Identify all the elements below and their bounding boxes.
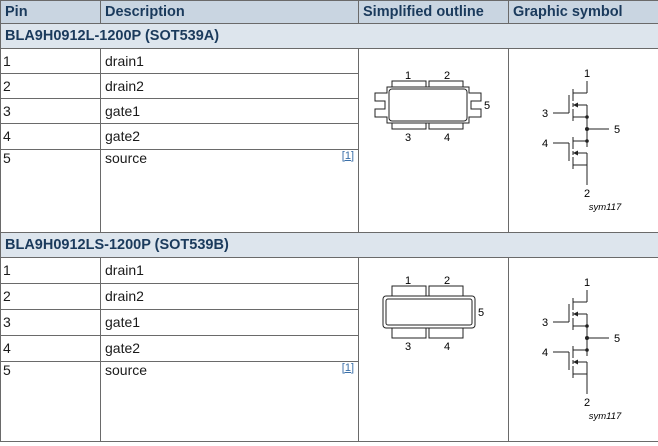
outline-label-2: 2 [444,70,450,82]
outline-cell: 1 2 3 4 5 [358,257,509,442]
symbol-cell: 1 3 5 4 2 sym117 [508,48,658,233]
outline-figure-sot539b: 1 2 3 4 5 [382,275,484,353]
outline-label-5: 5 [484,100,490,112]
table-row: 4 gate2 [0,123,658,150]
pin-number: 1 [0,257,101,284]
symbol-label-2: 2 [584,188,590,200]
pin-description: gate2 [100,334,359,362]
pin-description: drain2 [100,73,359,100]
pin-description: source [105,361,148,378]
pin-description: drain1 [100,47,359,75]
outline-figure-sot539a: 1 2 3 4 5 [374,70,490,144]
group-title-row: BLA9H0912L-1200P (SOT539A) [0,23,658,49]
outline-label-3: 3 [405,341,411,353]
header-outline: Simplified outline [358,0,509,24]
symbol-label-5: 5 [614,333,620,345]
table-row: 2 drain2 [0,73,658,100]
pin-description-cell: source [1] [100,360,359,443]
symbol-label-1: 1 [584,68,590,80]
symbol-label-3: 3 [542,317,548,329]
pin-number: 4 [0,123,101,150]
pin-number: 2 [0,73,101,100]
group-title: BLA9H0912L-1200P (SOT539A) [0,23,658,49]
outline-label-2: 2 [444,275,450,287]
header-row: Pin Description Simplified outline Graph… [0,0,658,24]
pin-number: 5 [0,360,101,443]
pin-number: 3 [0,98,101,125]
pin-description: drain2 [100,282,359,310]
symbol-label-5: 5 [614,124,620,136]
table-row: 5 source [1] [0,360,658,443]
group-title: BLA9H0912LS-1200P (SOT539B) [0,232,658,258]
symbol-figure-sot539a: 1 3 5 4 2 sym117 [542,68,622,213]
pin-description: drain1 [100,257,359,284]
header-description: Description [100,0,359,24]
symbol-figure-sot539b: 1 3 5 4 2 sym117 [542,277,622,422]
symbol-label-2: 2 [584,397,590,409]
table-row: 2 drain2 [0,282,658,310]
pin-description-cell: source [1] [100,148,359,233]
table-row: 1 drain1 1 2 3 4 5 [0,47,658,233]
symbol-label-4: 4 [542,347,548,359]
outline-label-4: 4 [444,132,450,144]
outline-cell: 1 2 3 4 5 [358,48,509,233]
footnote-link[interactable]: [1] [341,361,354,374]
symbol-label-4: 4 [542,138,548,150]
pin-number: 3 [0,308,101,336]
table-row: 1 drain1 1 2 3 4 5 [0,257,658,442]
header-symbol: Graphic symbol [508,0,658,24]
symbol-code: sym117 [589,202,622,213]
pin-description: gate1 [100,308,359,336]
symbol-code: sym117 [589,411,622,422]
pin-number: 1 [0,47,101,75]
symbol-label-3: 3 [542,108,548,120]
group-title-row: BLA9H0912LS-1200P (SOT539B) [0,232,658,258]
pin-description: source [105,149,148,166]
pin-number: 5 [0,148,101,233]
outline-label-3: 3 [405,132,411,144]
outline-label-5: 5 [478,307,484,319]
pin-number: 4 [0,334,101,362]
outline-label-4: 4 [444,341,450,353]
outline-label-1: 1 [405,275,411,287]
header-pin: Pin [0,0,101,24]
outline-label-1: 1 [405,70,411,82]
pin-number: 2 [0,282,101,310]
pin-description: gate2 [100,123,359,150]
table-row: 3 gate1 [0,308,658,336]
footnote-link[interactable]: [1] [341,149,354,162]
symbol-label-1: 1 [584,277,590,289]
pin-description: gate1 [100,98,359,125]
symbol-cell: 1 3 5 4 2 sym117 [508,257,658,442]
